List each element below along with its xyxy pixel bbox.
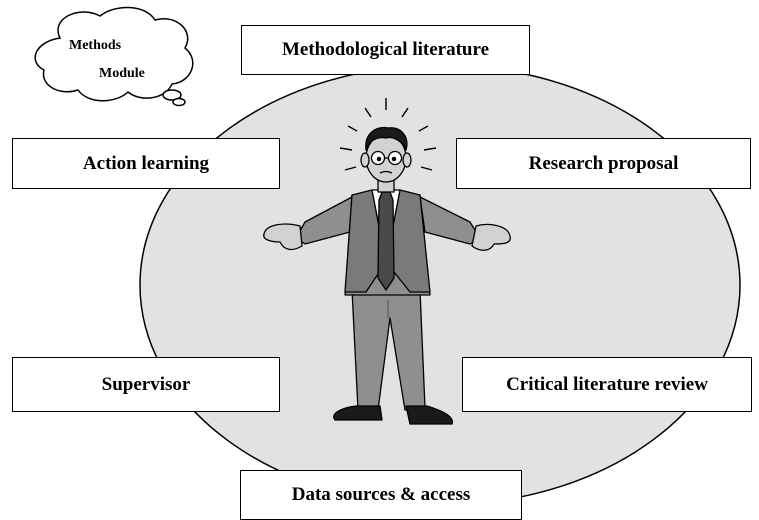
- confusion-rays: [339, 98, 437, 171]
- central-circle: [139, 64, 741, 506]
- box-action-learning: Action learning: [12, 138, 280, 189]
- box-supervisor: Supervisor: [12, 357, 280, 412]
- box-critical-literature-review: Critical literature review: [462, 357, 752, 412]
- box-data-sources-access: Data sources & access: [240, 470, 522, 520]
- confused-man: [263, 126, 511, 425]
- cloud-label-methods: Methods: [69, 38, 122, 53]
- cloud-label-module: Module: [99, 66, 145, 81]
- box-methodological-literature: Methodological literature: [241, 25, 530, 75]
- box-research-proposal: Research proposal: [456, 138, 751, 189]
- thought-cloud: [34, 6, 194, 107]
